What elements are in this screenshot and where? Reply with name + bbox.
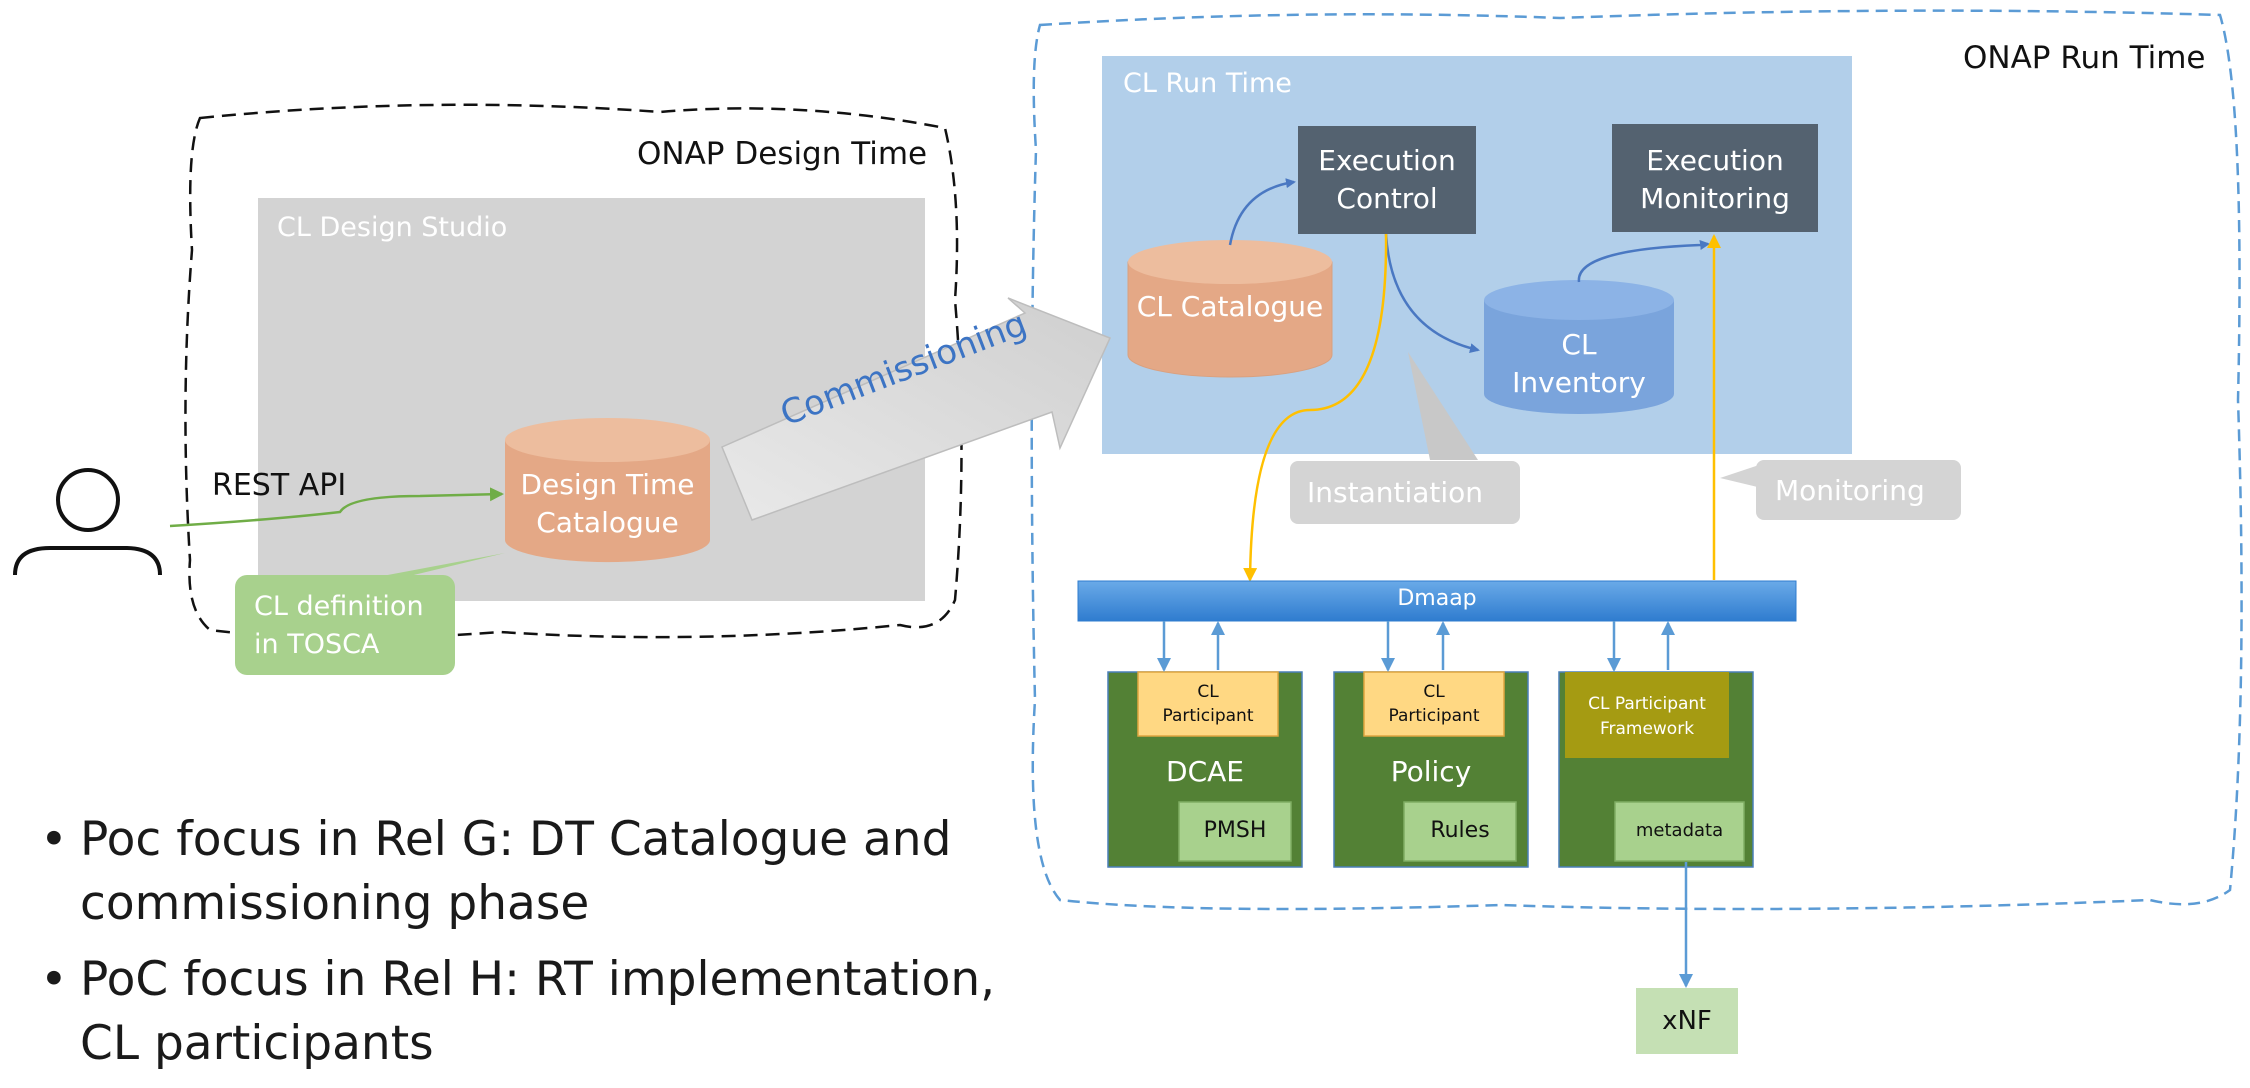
cl-definition-line-2: in TOSCA <box>254 629 380 660</box>
cl-definition-line-1: CL definition <box>254 591 424 622</box>
cl-inventory-label: CL Inventory <box>1484 326 1674 402</box>
framework-header-label: CL Participant Framework <box>1565 692 1729 742</box>
dcae-header-line-2: Participant <box>1162 706 1254 726</box>
user-icon <box>13 468 162 576</box>
bullet-2-line-2: CL participants <box>80 1016 434 1071</box>
rules-label: Rules <box>1430 818 1490 843</box>
bullet-1-line-2: commissioning phase <box>80 876 590 931</box>
execution-monitoring-line-1: Execution <box>1646 144 1784 177</box>
policy-header-line-2: Participant <box>1388 706 1480 726</box>
run-time-boundary-title: ONAP Run Time <box>1963 40 2206 76</box>
xnf-label: xNF <box>1662 1006 1712 1036</box>
design-time-catalogue-line-2: Catalogue <box>536 506 679 539</box>
bullet-item-1: • Poc focus in Rel G: DT Catalogue and c… <box>40 808 1040 936</box>
execution-control-box <box>1298 126 1476 234</box>
commissioning-arrow <box>721 297 1112 521</box>
cl-run-time-title: CL Run Time <box>1123 68 1292 99</box>
bullet-1-line-1: Poc focus in Rel G: DT Catalogue and <box>80 812 952 867</box>
monitoring-label: Monitoring <box>1775 474 1925 507</box>
cl-inventory-line-1: CL <box>1561 328 1597 361</box>
pmsh-label: PMSH <box>1203 818 1267 843</box>
design-time-boundary-title: ONAP Design Time <box>637 136 928 172</box>
framework-header-line-1: CL Participant <box>1588 694 1706 714</box>
rules-box <box>1403 801 1517 862</box>
bullet-2-line-1: PoC focus in Rel H: RT implementation, <box>80 952 996 1007</box>
cl-definition-label: CL definition in TOSCA <box>254 588 424 664</box>
bullet-item-2: • PoC focus in Rel H: RT implementation,… <box>40 948 1040 1076</box>
run-time-boundary <box>1030 9 2243 911</box>
bullet-dot: • <box>40 952 68 1007</box>
inventory-to-monitoring-arrow <box>1577 240 1710 283</box>
design-time-boundary <box>184 103 963 640</box>
cl-catalogue-cylinder <box>1127 240 1333 378</box>
cl-catalogue-label: CL Catalogue <box>1136 290 1324 323</box>
policy-name-label: Policy <box>1390 755 1472 788</box>
bullet-list: • Poc focus in Rel G: DT Catalogue and c… <box>40 808 1040 1088</box>
dcae-header-label: CL Participant <box>1138 680 1278 728</box>
design-time-catalogue-line-1: Design Time <box>520 468 695 501</box>
bullet-dot: • <box>40 812 68 867</box>
cl-definition-box <box>235 575 455 675</box>
control-to-inventory-arrow <box>1384 233 1480 354</box>
execution-monitoring-box <box>1612 124 1818 232</box>
design-time-catalogue-label: Design Time Catalogue <box>505 466 710 542</box>
policy-header-line-1: CL <box>1423 682 1445 702</box>
architecture-diagram <box>13 9 2243 1054</box>
dcae-header-line-1: CL <box>1197 682 1219 702</box>
pmsh-box <box>1178 801 1292 862</box>
framework-header-line-2: Framework <box>1599 719 1695 739</box>
metadata-label: metadata <box>1635 820 1724 841</box>
cl-inventory-cylinder <box>1484 280 1674 414</box>
metadata-box <box>1614 801 1745 862</box>
policy-cl-participant-header <box>1363 671 1505 737</box>
framework-cl-participant-header <box>1565 672 1729 758</box>
dmaap-label: Dmaap <box>1397 586 1477 611</box>
design-time-catalogue-cylinder <box>505 418 710 563</box>
execution-monitoring-label: Execution Monitoring <box>1612 142 1818 218</box>
instantiation-label: Instantiation <box>1307 476 1484 509</box>
policy-header-label: CL Participant <box>1364 680 1504 728</box>
rest-api-label: REST API <box>212 468 347 503</box>
dcae-name-label: DCAE <box>1166 755 1244 788</box>
catalogue-to-control-arrow <box>1228 178 1296 246</box>
rest-api-arrow <box>169 487 504 528</box>
execution-control-line-2: Control <box>1336 182 1438 215</box>
instantiation-callout <box>1290 461 1520 524</box>
cl-inventory-line-2: Inventory <box>1512 366 1646 399</box>
monitoring-callout <box>1756 460 1961 520</box>
dmaap-bar <box>1077 580 1797 622</box>
execution-monitoring-line-2: Monitoring <box>1640 182 1790 215</box>
instantiation-arrow <box>1243 233 1388 582</box>
execution-control-line-1: Execution <box>1318 144 1456 177</box>
instantiation-callout-pointer <box>1408 352 1478 460</box>
xnf-box <box>1636 988 1738 1054</box>
cl-design-studio-title: CL Design Studio <box>277 212 508 243</box>
execution-control-label: Execution Control <box>1298 142 1476 218</box>
dcae-cl-participant-header <box>1137 671 1279 737</box>
